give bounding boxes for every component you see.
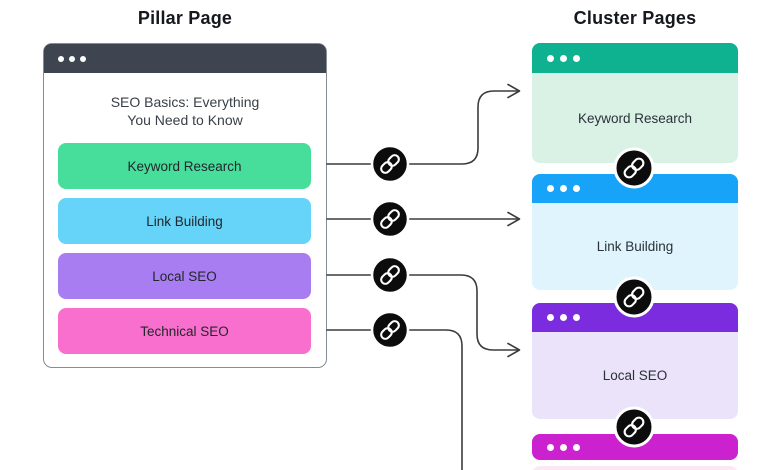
arrowhead-icon [507, 83, 521, 99]
pillar-window-titlebar [44, 44, 326, 73]
cluster-section-title: Cluster Pages [573, 8, 697, 28]
cluster-window-titlebar [532, 434, 738, 460]
cluster-window-titlebar [532, 43, 738, 73]
cluster-page-link-building: Link Building [532, 174, 738, 290]
window-dot-icon [573, 443, 580, 451]
cluster-page-body: Keyword Research [532, 73, 738, 163]
topic-bar-label: Link Building [146, 213, 223, 229]
pillar-title-line1: SEO Basics: Everything [110, 94, 260, 110]
arrowhead-icon [507, 342, 521, 358]
link-icon [370, 255, 410, 295]
cluster-page-body [532, 466, 738, 470]
window-dot-icon [80, 55, 86, 62]
cluster-page-body: Link Building [532, 203, 738, 290]
window-dot-icon [573, 185, 580, 192]
pillar-title-line2: You Need to Know [127, 112, 243, 128]
connector-arrow-local-seo [326, 274, 521, 358]
connector-arrow-keyword-research [326, 83, 521, 165]
link-icon [370, 310, 410, 350]
window-dot-icon [69, 55, 75, 62]
topic-bar-link-building: Link Building [58, 198, 311, 244]
cluster-page-label: Keyword Research [577, 110, 693, 126]
window-dot-icon [560, 314, 567, 321]
pillar-window-title: SEO Basics: Everything You Need to Know [44, 93, 326, 129]
link-icon [370, 199, 410, 239]
pillar-page-window: SEO Basics: Everything You Need to Know … [43, 43, 327, 368]
topic-bar-technical-seo: Technical SEO [58, 308, 311, 354]
cluster-window-titlebar [532, 303, 738, 332]
connector-arrow-link-building [326, 211, 521, 227]
link-icon [370, 144, 410, 184]
topic-bar-label: Keyword Research [127, 158, 242, 174]
cluster-page-label: Local SEO [602, 368, 668, 383]
window-dot-icon [573, 54, 580, 62]
cluster-page-partial [532, 434, 738, 470]
topic-bar-keyword-research: Keyword Research [58, 143, 311, 189]
arrowhead-icon [507, 211, 521, 227]
topic-bar-label: Technical SEO [140, 323, 229, 339]
window-dot-icon [573, 314, 580, 321]
window-dot-icon [560, 185, 567, 192]
topic-bar-local-seo: Local SEO [58, 253, 311, 299]
window-dot-icon [547, 185, 554, 192]
window-dot-icon [58, 55, 64, 62]
window-dot-icon [547, 54, 554, 62]
window-dot-icon [560, 443, 567, 451]
cluster-page-keyword-research: Keyword Research [532, 43, 738, 163]
cluster-page-local-seo: Local SEO [532, 303, 738, 419]
pillar-section-title: Pillar Page [137, 8, 233, 28]
topic-bar-label: Local SEO [152, 268, 217, 284]
window-dot-icon [547, 314, 554, 321]
window-dot-icon [547, 443, 554, 451]
connector-arrow-technical-seo [326, 329, 463, 470]
cluster-page-label: Link Building [596, 239, 674, 254]
cluster-window-titlebar [532, 174, 738, 203]
window-dot-icon [560, 54, 567, 62]
cluster-page-body: Local SEO [532, 332, 738, 419]
